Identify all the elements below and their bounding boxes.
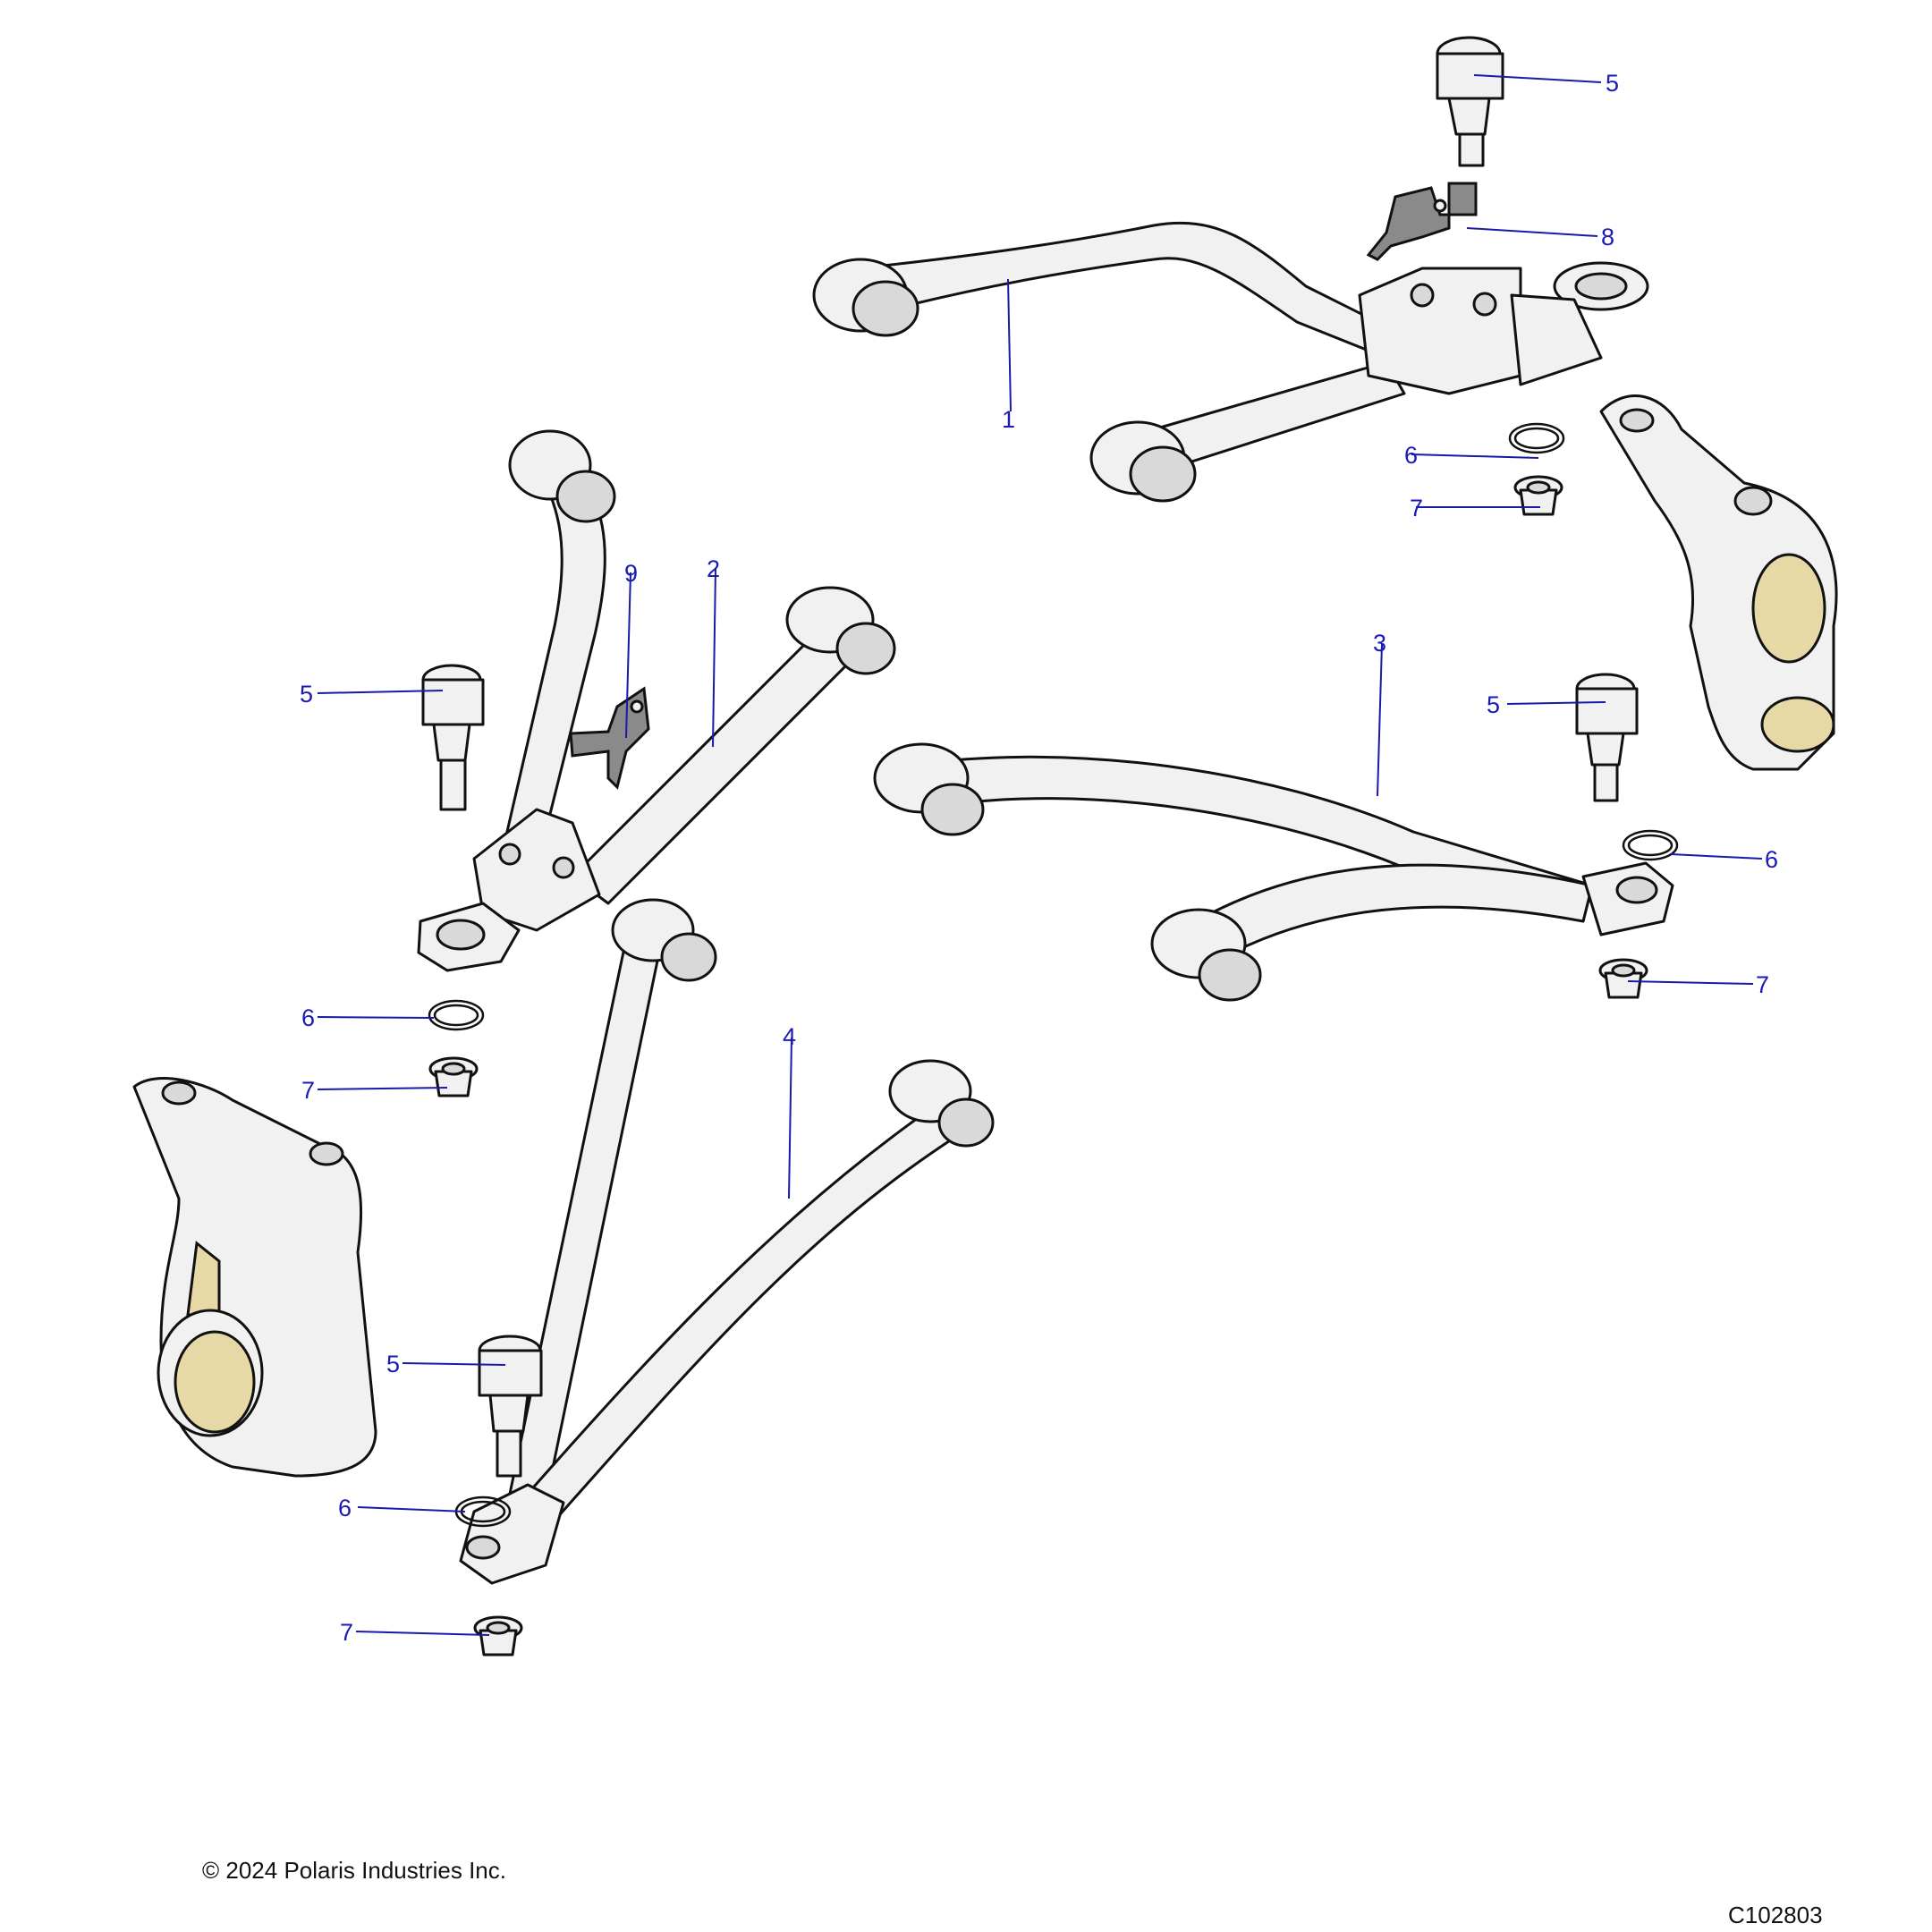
ball-joint-left[interactable] [421,664,485,811]
snap-ring-3[interactable] [428,999,485,1031]
callout-5-right: 5 [1487,691,1500,718]
callout-5-top-right: 5 [1606,70,1619,97]
bracket-8[interactable] [1366,182,1478,261]
callout-5-bottom-left: 5 [386,1351,400,1377]
bushing-2[interactable] [1598,958,1648,999]
ball-joint-bottom-left[interactable] [478,1335,543,1478]
callout-6-right: 6 [1765,846,1778,873]
control-arm-upper-right[interactable] [812,221,1649,503]
bracket-9[interactable] [569,686,650,790]
ball-joint-right[interactable] [1575,673,1639,802]
ball-joint-top-right[interactable] [1436,36,1504,167]
steering-knuckle-left[interactable] [132,1077,377,1478]
snap-ring-1[interactable] [1508,422,1565,454]
callout-5-left: 5 [300,681,313,708]
callout-6-left: 6 [301,1004,315,1031]
callout-numbers: 1 2 3 4 5 5 5 5 6 6 6 6 7 7 7 7 8 9 [300,70,1778,1646]
steering-knuckle-right[interactable] [1599,394,1838,771]
callout-6-top-right: 6 [1404,442,1418,469]
bushing-3[interactable] [428,1056,479,1097]
callout-4: 4 [783,1023,796,1050]
control-arm-lower-left[interactable] [459,898,995,1585]
callout-1: 1 [1002,406,1015,433]
callout-7-left: 7 [301,1077,315,1104]
bushing-4[interactable] [473,1615,523,1657]
callout-2: 2 [707,555,720,582]
callout-6-bottom-left: 6 [338,1495,352,1521]
copyright-notice: © 2024 Polaris Industries Inc. [202,1857,506,1884]
callout-7-bottom-left: 7 [340,1619,353,1646]
callout-3: 3 [1373,630,1386,657]
callout-7-top-right: 7 [1410,495,1423,521]
bushing-1[interactable] [1513,475,1563,516]
snap-ring-2[interactable] [1622,829,1679,861]
callout-9: 9 [624,560,638,587]
figure-id: C102803 [1728,1902,1823,1928]
callout-7-right: 7 [1756,971,1769,998]
callout-8: 8 [1601,224,1614,250]
leader-lines [317,74,1763,1636]
control-arm-lower-right[interactable] [873,742,1674,1002]
control-arm-upper-left[interactable] [417,429,896,972]
